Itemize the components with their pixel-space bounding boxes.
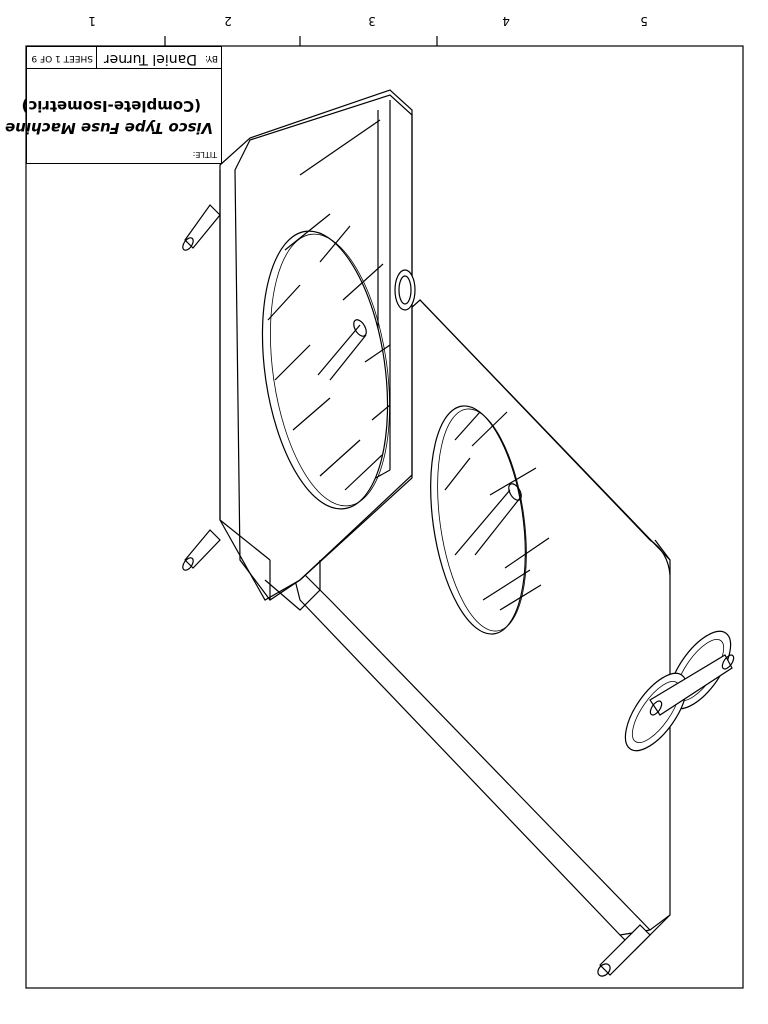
zone-label-3: 3	[368, 14, 376, 28]
title-block: TITLE: Visco Type Fuse Machine (Complete…	[5, 46, 222, 164]
zone-label-5: 5	[640, 14, 648, 28]
bottom-shaft	[597, 924, 651, 977]
title-label: TITLE:	[192, 150, 217, 159]
left-spinning-disk	[261, 213, 391, 510]
zone-label-1: 1	[88, 14, 96, 28]
author-cell: BY: Daniel Turner	[96, 47, 221, 68]
sheet-number: SHEET 1 OF 9	[31, 53, 93, 63]
drawing-subtitle: (Complete-Isometric)	[21, 97, 202, 115]
zone-label-4: 4	[502, 14, 510, 28]
pulley-assembly	[624, 630, 735, 752]
frame-pins	[182, 204, 416, 571]
author-name: Daniel Turner	[103, 51, 197, 67]
title-cell: TITLE: Visco Type Fuse Machine (Complete…	[5, 68, 221, 163]
zone-label-2: 2	[224, 14, 232, 28]
drawing-title: Visco Type Fuse Machine	[5, 119, 213, 137]
border-frame	[25, 45, 744, 989]
right-spinning-disk	[430, 405, 550, 635]
by-label: BY:	[204, 53, 218, 63]
